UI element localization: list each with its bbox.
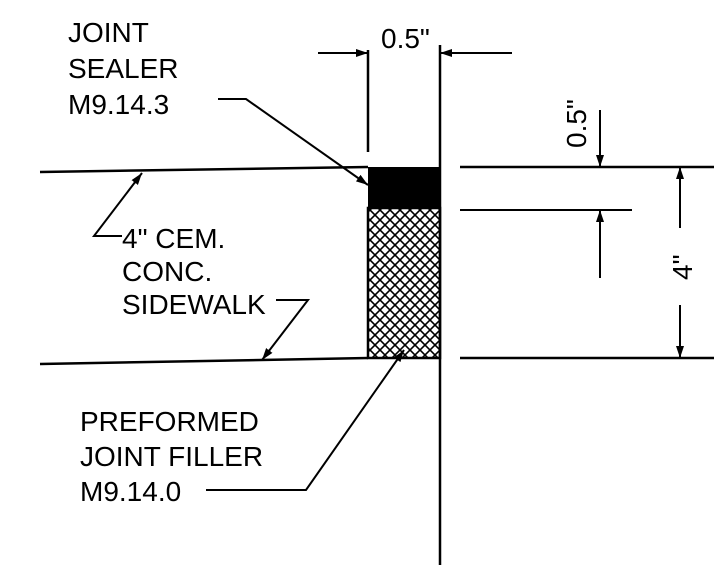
joint-sealer-label: JOINT SEALER M9.14.3 xyxy=(68,17,186,120)
slab-thickness-dimension-text: 4" xyxy=(667,254,698,280)
sidewalk-line-3: SIDEWALK xyxy=(122,289,266,320)
sidewalk-line-1: 4" CEM. xyxy=(122,223,225,254)
sidewalk-line-2: CONC. xyxy=(122,256,212,287)
joint-sealer-fill xyxy=(368,167,440,208)
sidewalk-leader-lower xyxy=(261,299,311,361)
joint-filler-line-2: JOINT FILLER xyxy=(80,441,263,472)
sidewalk-label: 4" CEM. CONC. SIDEWALK xyxy=(122,223,266,320)
joint-filler-line-3: M9.14.0 xyxy=(80,476,181,507)
slab-top-line-left xyxy=(39,165,369,174)
sealer-depth-dimension-text: 0.5" xyxy=(561,99,592,148)
joint-sealer-line-1: JOINT xyxy=(68,17,149,48)
slab-bottom-line-left xyxy=(39,356,369,366)
joint-filler-leader xyxy=(206,349,405,491)
joint-filler-label: PREFORMED JOINT FILLER M9.14.0 xyxy=(80,406,271,507)
joint-sealer-line-3: M9.14.3 xyxy=(68,89,169,120)
joint-sealer-line-2: SEALER xyxy=(68,53,179,84)
joint-filler-hatch xyxy=(366,206,442,360)
sidewalk-leader-upper xyxy=(91,172,143,237)
joint-filler-line-1: PREFORMED xyxy=(80,406,259,437)
joint-width-dimension-text: 0.5" xyxy=(381,23,430,54)
joint-sealer-leader xyxy=(218,98,369,186)
